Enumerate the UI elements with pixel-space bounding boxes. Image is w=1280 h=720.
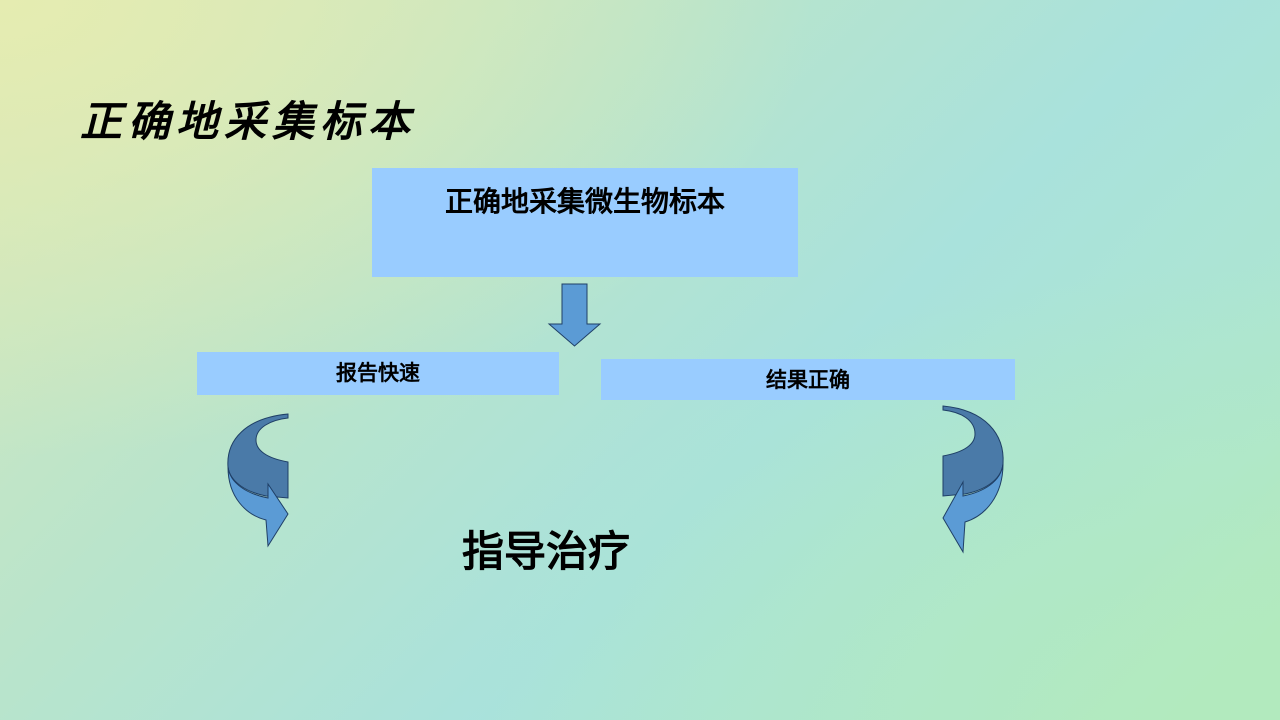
right-box: 结果正确 <box>601 359 1015 400</box>
main-box-label: 正确地采集微生物标本 <box>444 185 725 218</box>
left-box-label: 报告快速 <box>336 361 420 385</box>
right-box-label: 结果正确 <box>766 368 850 392</box>
main-box: 正确地采集微生物标本 <box>372 168 798 277</box>
result-text: 指导治疗 <box>462 527 631 576</box>
down-arrow-icon <box>547 283 602 347</box>
curved-arrow-right-icon <box>942 405 1004 554</box>
slide-title: 正确地采集标本 <box>80 97 417 146</box>
curved-arrow-left-icon <box>227 413 289 548</box>
left-box: 报告快速 <box>197 352 559 395</box>
